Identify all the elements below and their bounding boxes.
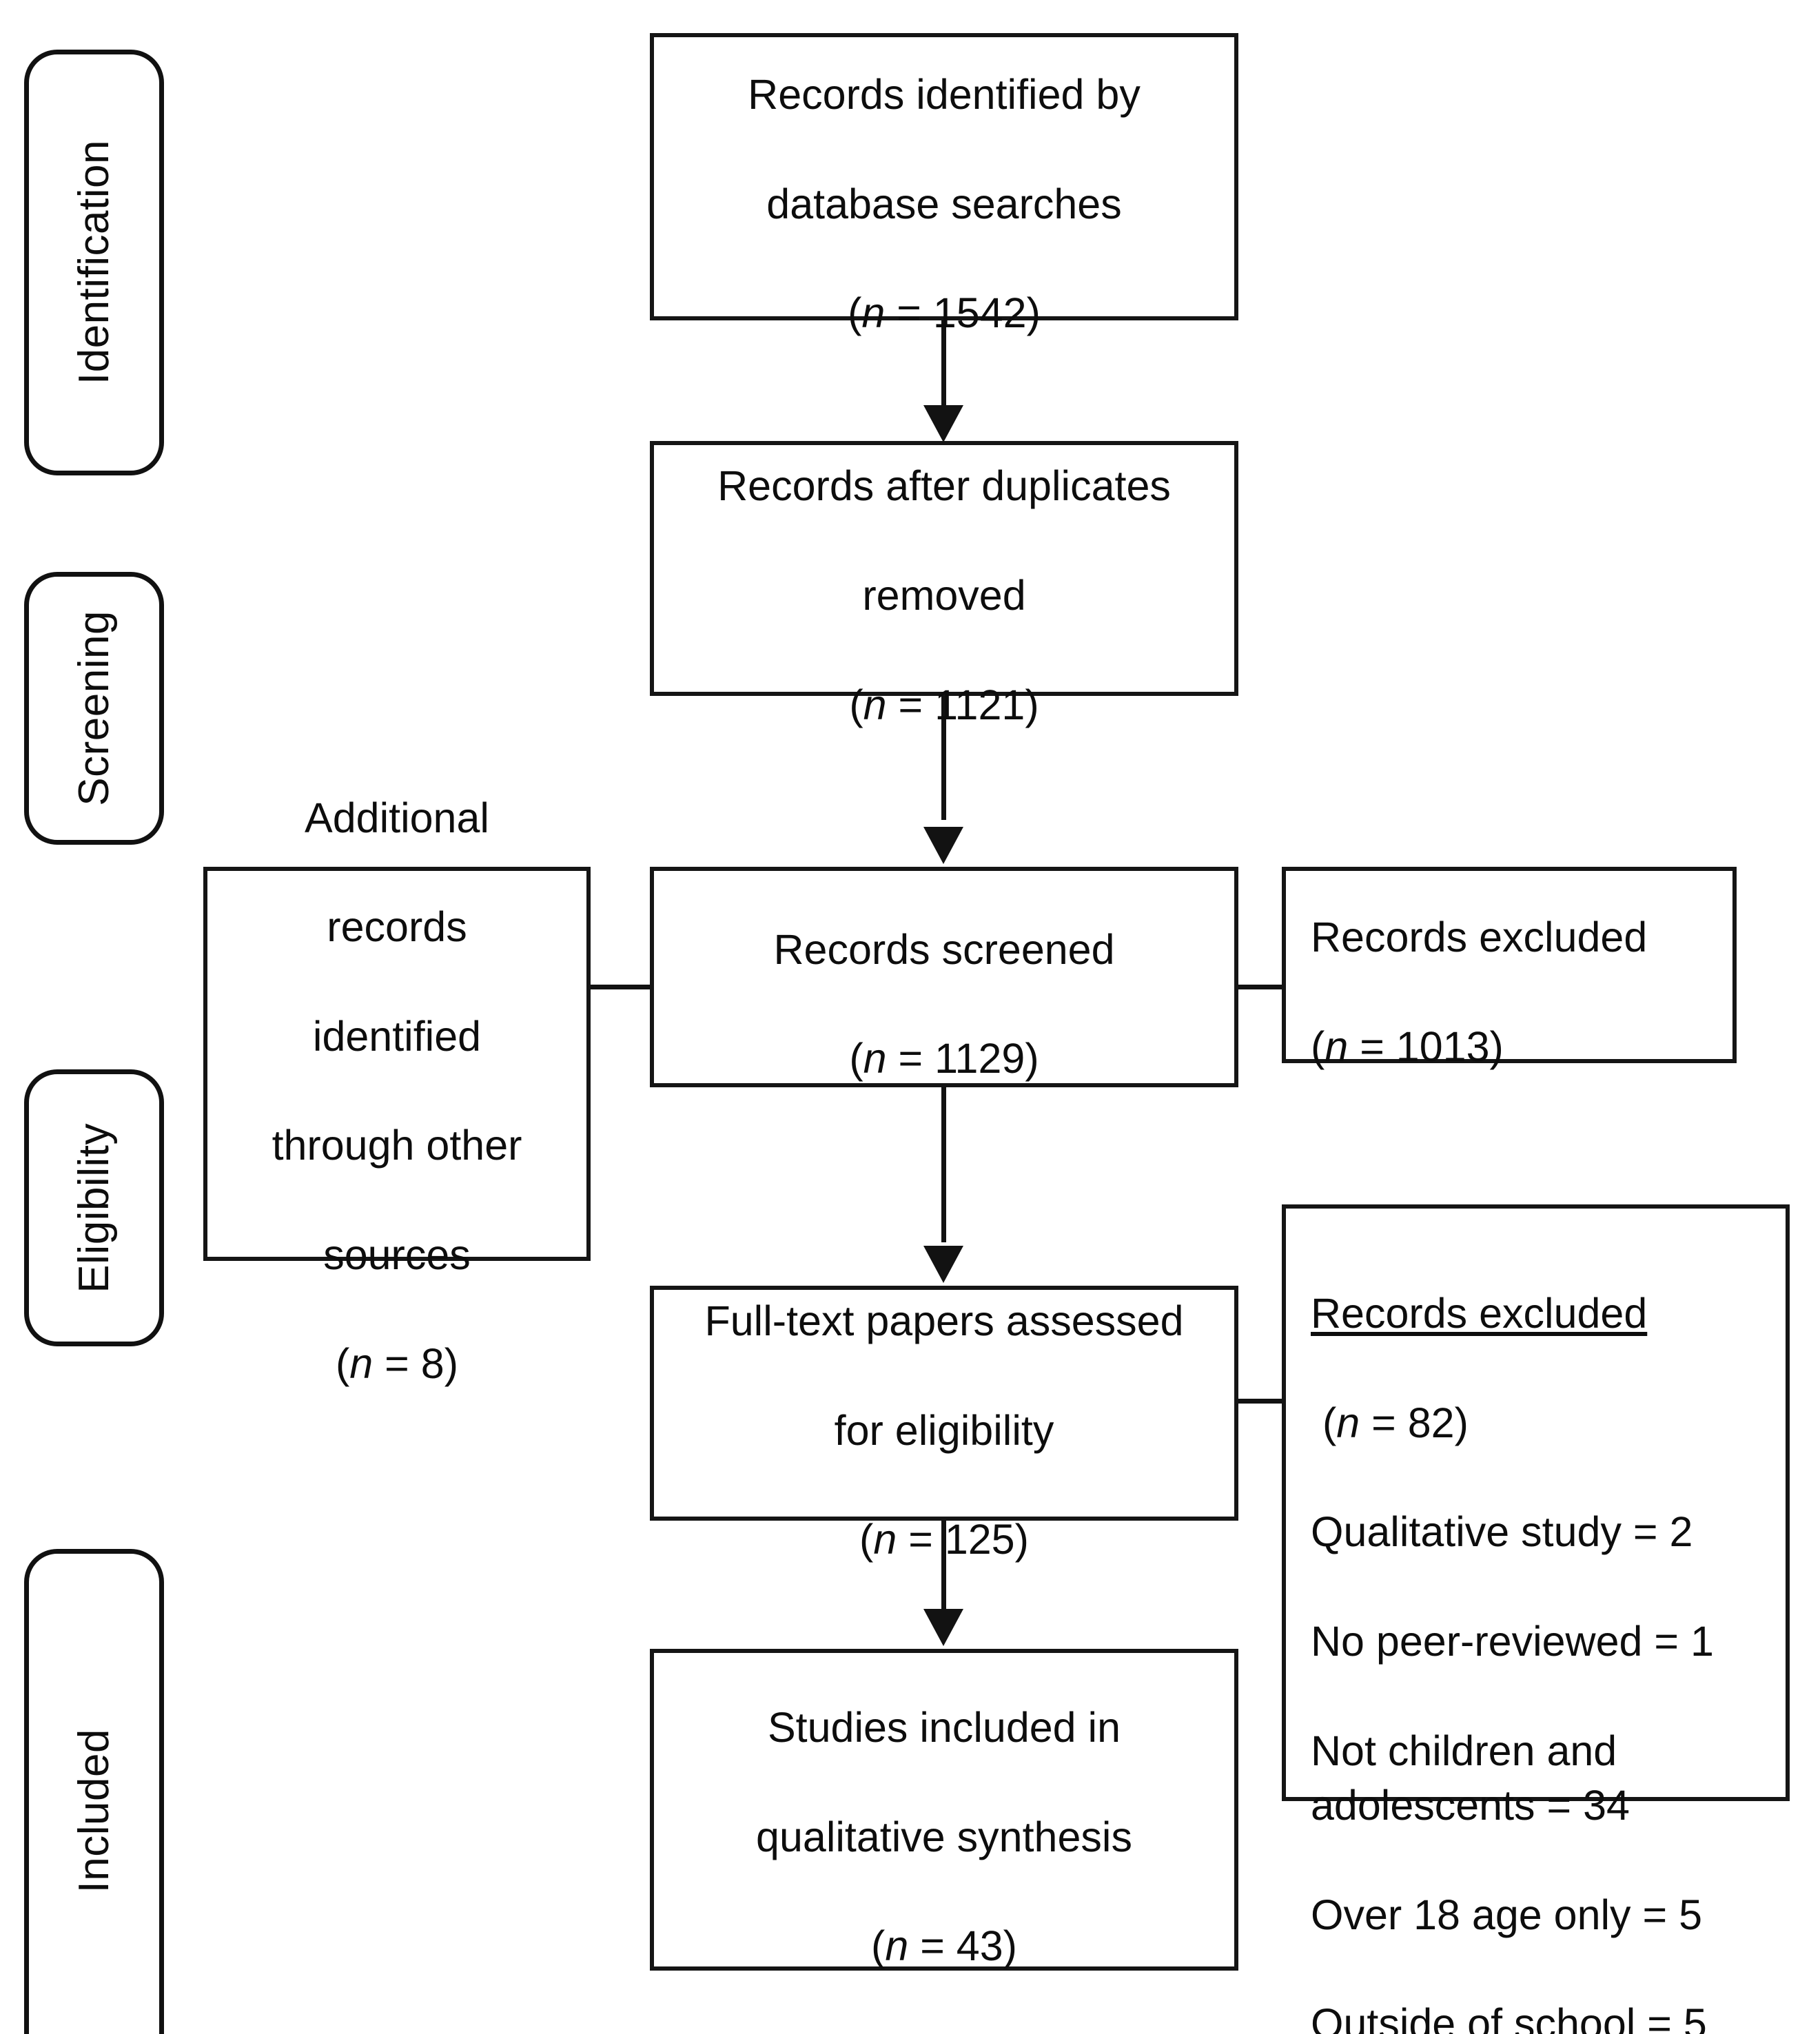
node-fulltext-assessed-text: Full-text papers assessed for eligibilit… (693, 1240, 1194, 1568)
node-records-screened-n-value: 1129 (934, 1035, 1025, 1082)
node-studies-included-line2: qualitative synthesis (756, 1813, 1132, 1860)
node-records-excluded-screening-n-symbol: n (1325, 1023, 1349, 1070)
node-records-screened-text: Records screened (n = 1129) (762, 867, 1125, 1086)
node-records-after-duplicates: Records after duplicates removed (n = 11… (650, 441, 1238, 728)
stage-box-screening: Screening (24, 572, 164, 845)
connector-screened-to-excluded (1234, 985, 1286, 989)
stage-box-included: Included (24, 1549, 164, 2034)
node-additional-records-line3: identified (312, 1012, 482, 1060)
stage-label-screening: Screening (70, 610, 118, 806)
node-records-excluded-screening-count: (n = 1013) (1311, 1023, 1504, 1070)
node-studies-included-line1: Studies included in (767, 1703, 1121, 1751)
connector-fulltext-to-excluded-list (1234, 1399, 1286, 1404)
node-studies-included: Studies included in qualitative synthesi… (650, 1649, 1238, 1971)
exclusion-reason-item: Over 18 age only = 5 (1311, 1891, 1703, 1938)
node-fulltext-assessed-n-symbol: n (873, 1516, 897, 1563)
node-records-excluded-eligibility: Records excluded (n = 82) Qualitative st… (1282, 1204, 1790, 2034)
node-additional-records-line4: through other (272, 1122, 522, 1169)
node-fulltext-assessed-line2: for eligibility (834, 1406, 1054, 1454)
arrowhead-duplicates-to-screened (923, 827, 963, 864)
stage-label-identification: Identification (70, 140, 118, 385)
node-records-identified-count: (n = 1542) (848, 289, 1041, 337)
node-fulltext-assessed-line1: Full-text papers assessed (704, 1297, 1184, 1344)
node-records-after-duplicates-line1: Records after duplicates (717, 462, 1171, 510)
node-fulltext-assessed-count: (n = 125) (859, 1516, 1029, 1563)
connector-additional-to-screened (591, 985, 654, 989)
node-records-excluded-eligibility-heading: Records excluded (1311, 1290, 1648, 1337)
connector-identified-to-duplicates (941, 320, 946, 410)
node-records-screened: Records screened (n = 1129) (650, 867, 1238, 1087)
connector-duplicates-to-screened (941, 696, 946, 820)
node-records-screened-count: (n = 1129) (849, 1035, 1039, 1082)
node-studies-included-n-symbol: n (885, 1922, 909, 1970)
stage-label-eligibility: Eligibility (70, 1122, 118, 1293)
node-records-identified-n-symbol: n (861, 289, 886, 337)
arrowhead-screened-to-fulltext (923, 1246, 963, 1283)
node-records-excluded-eligibility-text: Records excluded (n = 82) Qualitative st… (1286, 1209, 1786, 2034)
node-records-after-duplicates-count: (n = 1121) (849, 681, 1039, 728)
node-records-after-duplicates-n-value: 1121 (934, 681, 1025, 728)
exclusion-reason-item: No peer-reviewed = 1 (1311, 1618, 1714, 1665)
node-records-identified-n-value: 1542 (932, 289, 1027, 337)
arrowhead-identified-to-duplicates (923, 405, 963, 442)
stage-box-identification: Identification (24, 50, 164, 475)
node-records-excluded-eligibility-count: (n = 82) (1311, 1399, 1469, 1446)
node-records-identified-text: Records identified by database searches … (737, 13, 1152, 341)
node-additional-records-line5: sources (323, 1231, 471, 1278)
node-studies-included-text: Studies included in qualitative synthesi… (745, 1646, 1143, 1974)
node-additional-records-n-symbol: n (349, 1340, 374, 1388)
node-studies-included-count: (n = 43) (871, 1922, 1017, 1970)
node-records-screened-n-symbol: n (863, 1035, 887, 1082)
exclusion-reason-item: Not children and adolescents = 34 (1311, 1727, 1630, 1829)
node-records-identified-line1: Records identified by (748, 70, 1141, 118)
stage-box-eligibility: Eligibility (24, 1069, 164, 1346)
node-studies-included-n-value: 43 (956, 1922, 1003, 1970)
exclusion-reason-item: Qualitative study = 2 (1311, 1508, 1693, 1556)
node-records-excluded-screening-line1: Records excluded (1311, 914, 1648, 961)
node-fulltext-assessed-n-value: 125 (944, 1516, 1015, 1563)
node-fulltext-assessed: Full-text papers assessed for eligibilit… (650, 1286, 1238, 1563)
node-records-screened-line1: Records screened (773, 925, 1115, 973)
node-additional-records-line1: Additional (305, 794, 489, 841)
node-records-identified-line2: database searches (766, 180, 1122, 227)
exclusion-reason-item: Outside of school = 5 (1311, 2000, 1707, 2034)
node-records-excluded-eligibility-n-value: 82 (1407, 1399, 1455, 1446)
node-records-after-duplicates-text: Records after duplicates removed (n = 11… (706, 404, 1182, 732)
node-records-excluded-screening-text: Records excluded (n = 1013) (1286, 856, 1732, 1074)
node-records-after-duplicates-line2: removed (862, 572, 1026, 619)
node-additional-records-line2: records (327, 903, 467, 951)
arrowhead-fulltext-to-included (923, 1609, 963, 1646)
node-additional-records: Additional records identified through ot… (203, 794, 591, 1387)
connector-screened-to-fulltext (941, 1087, 946, 1242)
node-additional-records-n-value: 8 (420, 1340, 444, 1388)
node-additional-records-count: (n = 8) (335, 1340, 459, 1388)
node-records-after-duplicates-n-symbol: n (863, 681, 887, 728)
node-records-excluded-screening: Records excluded (n = 1013) (1282, 867, 1737, 1070)
connector-fulltext-to-included (941, 1521, 946, 1609)
node-records-excluded-screening-n-value: 1013 (1395, 1023, 1490, 1070)
stage-label-included: Included (70, 1728, 118, 1893)
node-additional-records-text: Additional records identified through ot… (261, 736, 533, 1392)
node-records-identified: Records identified by database searches … (650, 33, 1238, 336)
node-records-excluded-eligibility-n-symbol: n (1336, 1399, 1360, 1446)
